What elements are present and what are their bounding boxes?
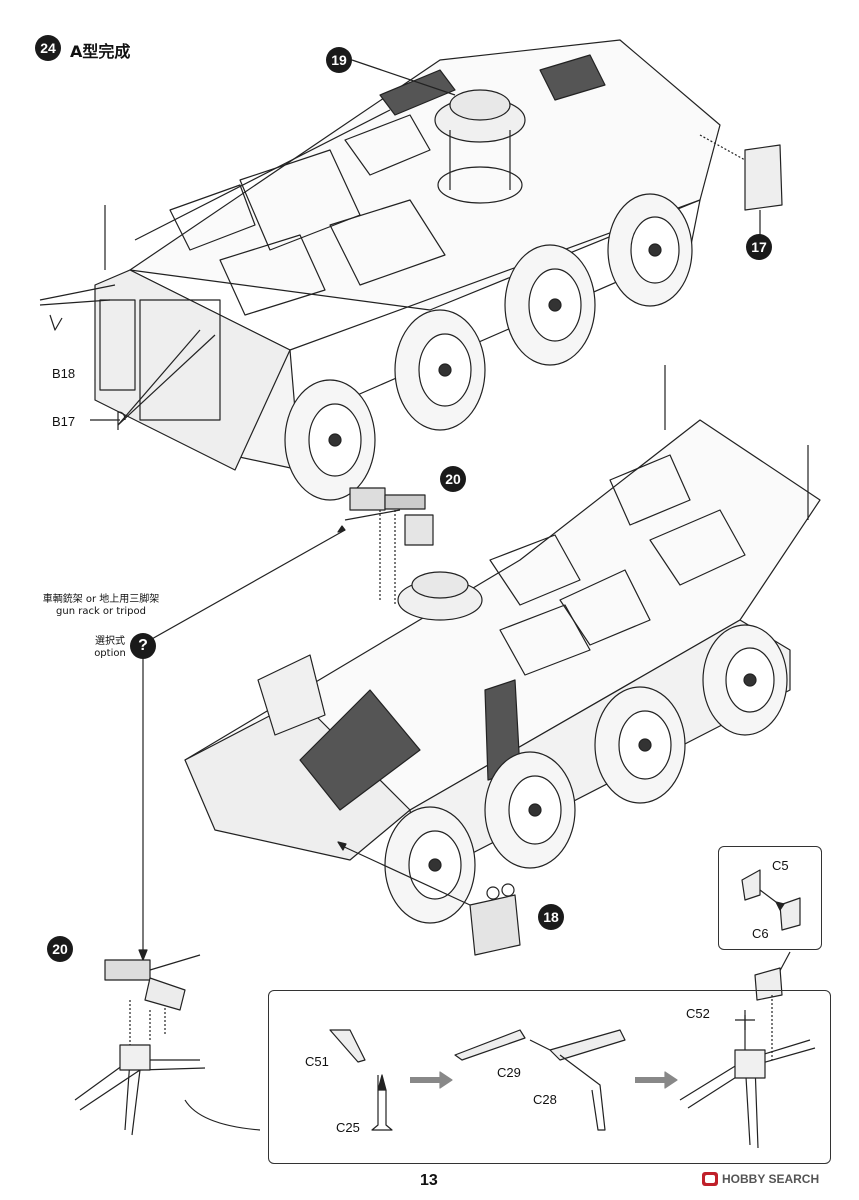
part-label-c28: C28 [533,1092,557,1107]
gun-rack-note-jp: 車輌銃架 or 地上用三脚架 [42,594,160,605]
part-label-c6: C6 [752,926,769,941]
option-question-icon: ? [130,633,156,659]
gun-rack-note-en: gun rack or tripod [56,606,146,617]
part-label-c52: C52 [686,1006,710,1021]
callout-18: 18 [538,904,564,930]
callout-20-top: 20 [440,466,466,492]
mg-top-drawing [149,487,434,641]
part-label-c25: C25 [336,1120,360,1135]
page-number: 13 [420,1172,438,1189]
part-label-c5: C5 [772,858,789,873]
callout-17: 17 [746,234,772,260]
callout-19: 19 [326,47,352,73]
watermark: HOBBY SEARCH [702,1172,819,1186]
option-note-en: option [94,648,126,659]
bottom-vehicle-drawing [184,365,821,956]
gun-rack-note: 車輌銃架 or 地上用三脚架 gun rack or tripod [8,594,194,618]
inset-tripod-assembly [268,990,831,1164]
step-number-badge: 24 [35,35,61,61]
inset-c5-c6 [718,846,822,950]
part-label-c51: C51 [305,1054,329,1069]
inset-tripod-drawing [329,995,816,1149]
inset-c5-c6-drawing [741,869,801,1001]
part-label-b17: B17 [52,414,76,429]
step-title: A型完成 [70,42,131,61]
callout-20-bottom: 20 [47,936,73,962]
option-note-jp: 選択式 [95,636,125,647]
part-label-b18: B18 [52,366,76,381]
tripod-drawing [74,658,261,1136]
option-note: 選択式 option [80,636,140,660]
top-vehicle-drawing [39,39,783,501]
hobby-search-logo-icon [702,1172,718,1186]
watermark-text: HOBBY SEARCH [722,1172,820,1186]
part-label-c29: C29 [497,1065,521,1080]
